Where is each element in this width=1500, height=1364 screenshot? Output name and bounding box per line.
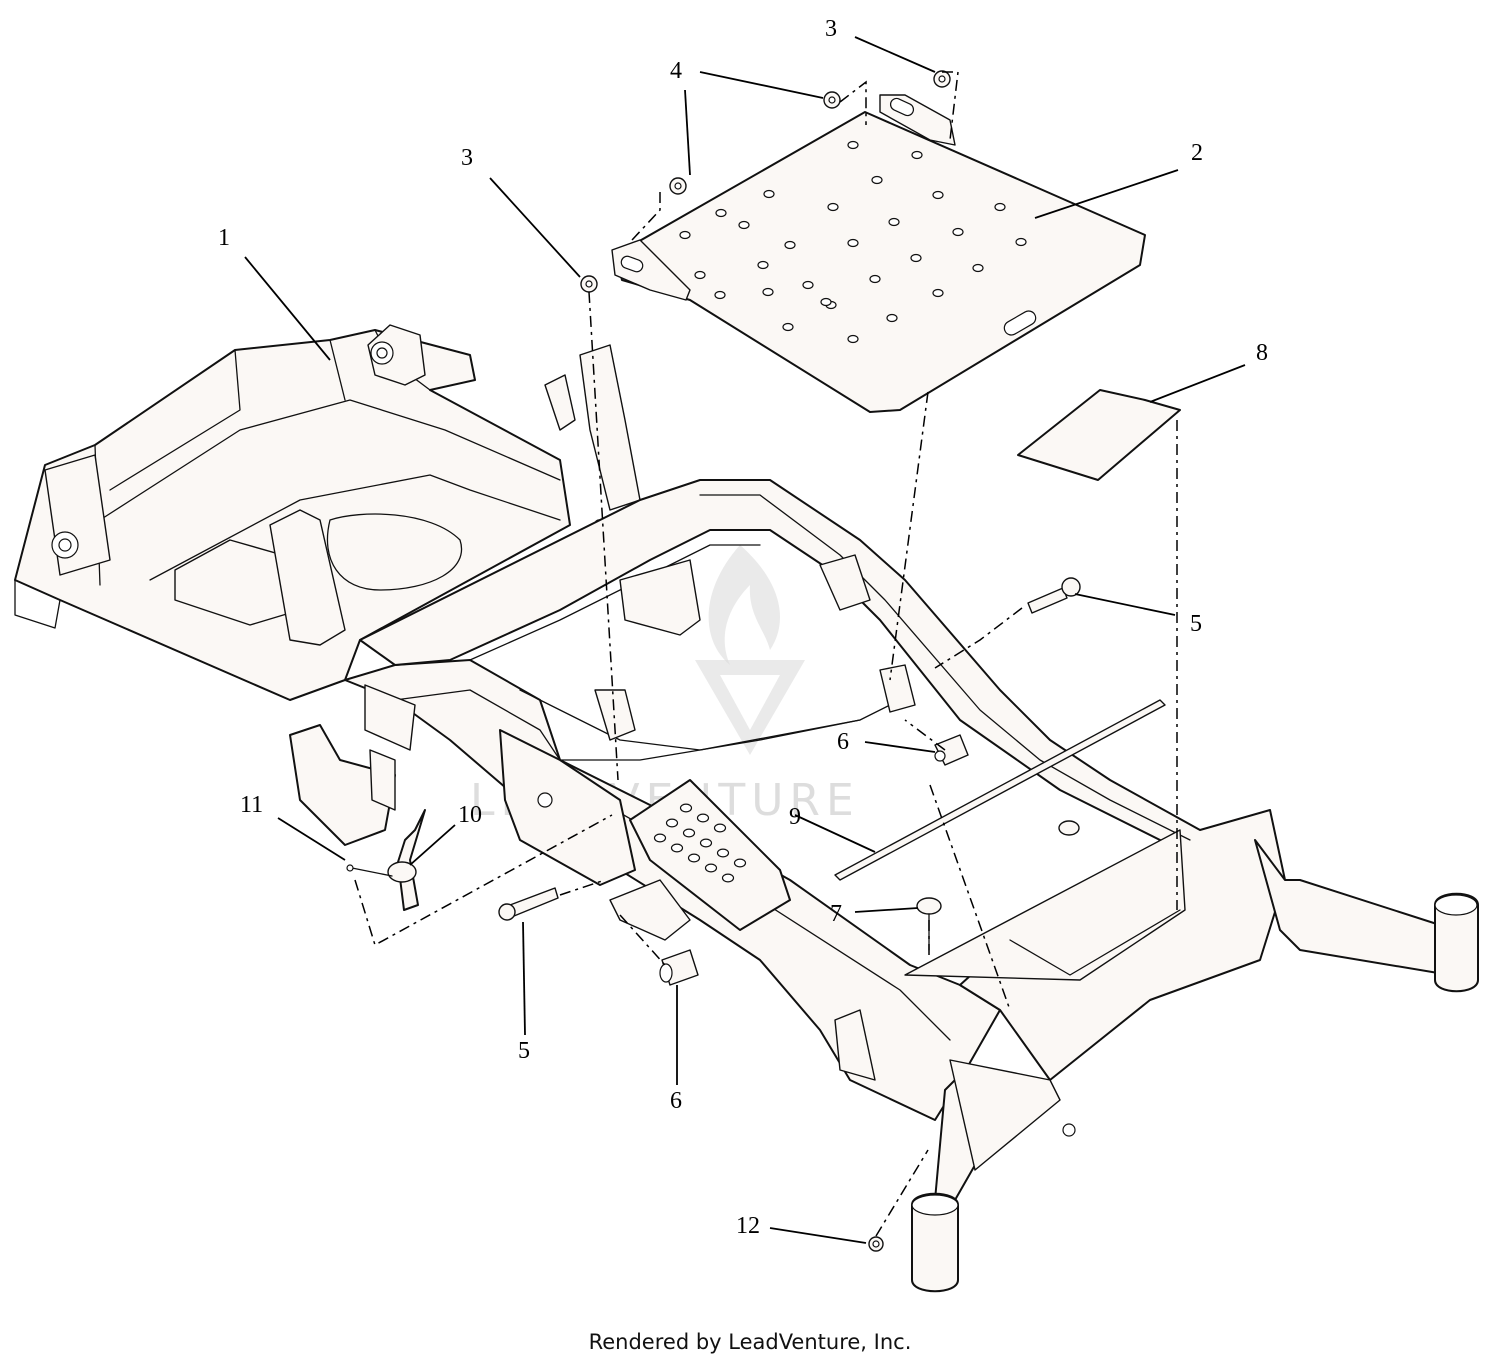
mounting-hole [910, 253, 922, 263]
callout-3-left: 3 [461, 145, 473, 171]
mounting-hole [715, 208, 727, 218]
mounting-hole [911, 150, 923, 160]
callout-2: 2 [1191, 140, 1203, 166]
mounting-hole [682, 828, 696, 838]
callout-5-bottom: 5 [518, 1038, 530, 1064]
callout-8: 8 [1256, 340, 1268, 366]
mounting-hole [847, 238, 859, 248]
strip-part [834, 699, 1166, 881]
leadventure-flame-logo [695, 545, 805, 755]
callout-labels: 1 2 3 3 4 5 5 6 6 7 8 9 10 11 12 [218, 16, 1268, 1239]
mounting-hole [699, 838, 713, 848]
mounting-hole [871, 175, 883, 185]
mounting-hole [704, 863, 718, 873]
mounting-hole [687, 853, 701, 863]
mounting-hole [696, 813, 710, 823]
callout-11: 11 [240, 792, 263, 818]
mounting-hole [952, 227, 964, 237]
mounting-hole [869, 274, 881, 284]
mounting-hole [679, 803, 693, 813]
mounting-hole [665, 818, 679, 828]
mounting-hole [1015, 237, 1027, 247]
foot-step-plate [609, 779, 791, 941]
callout-7: 7 [830, 901, 842, 927]
callout-1: 1 [218, 225, 230, 251]
mounting-hole [721, 873, 735, 883]
callout-12: 12 [736, 1213, 760, 1239]
mounting-hole [888, 217, 900, 227]
mounting-hole [679, 230, 691, 240]
mounting-hole [763, 189, 775, 199]
leader-lines [244, 36, 1246, 1244]
mounting-hole [713, 823, 727, 833]
callout-4: 4 [670, 58, 682, 84]
mounting-hole [847, 334, 859, 344]
mounting-hole [994, 202, 1006, 212]
floor-pan-plate [611, 94, 1146, 413]
mounting-hole [932, 288, 944, 298]
callout-6-bottom: 6 [670, 1088, 682, 1114]
mounting-hole [932, 190, 944, 200]
mounting-hole [782, 322, 794, 332]
mounting-hole [738, 220, 750, 230]
callout-3-top: 3 [825, 16, 837, 42]
mounting-hole [827, 202, 839, 212]
footer-credit: Rendered by LeadVenture, Inc. [588, 1330, 912, 1354]
mounting-hole [847, 140, 859, 150]
mounting-hole [762, 287, 774, 297]
mounting-hole [714, 290, 726, 300]
mounting-hole [653, 833, 667, 843]
mounting-hole [886, 313, 898, 323]
callout-6-center: 6 [837, 729, 849, 755]
callout-5-right: 5 [1190, 611, 1202, 637]
mounting-hole [757, 260, 769, 270]
mounting-hole [820, 297, 832, 307]
mounting-hole [972, 263, 984, 273]
callout-9: 9 [789, 804, 801, 830]
chassis-frame [344, 479, 1479, 1293]
mounting-hole [733, 858, 747, 868]
mounting-hole [784, 240, 796, 250]
mounting-hole [802, 280, 814, 290]
callout-10: 10 [458, 802, 482, 828]
rear-frame-part [14, 324, 641, 701]
hardware-parts [346, 70, 1081, 1252]
shield-plate [1017, 389, 1181, 481]
mounting-hole [694, 270, 706, 280]
left-bracket [289, 684, 636, 886]
mounting-hole [716, 848, 730, 858]
mounting-hole [670, 843, 684, 853]
assembly-lines [354, 71, 1178, 1237]
